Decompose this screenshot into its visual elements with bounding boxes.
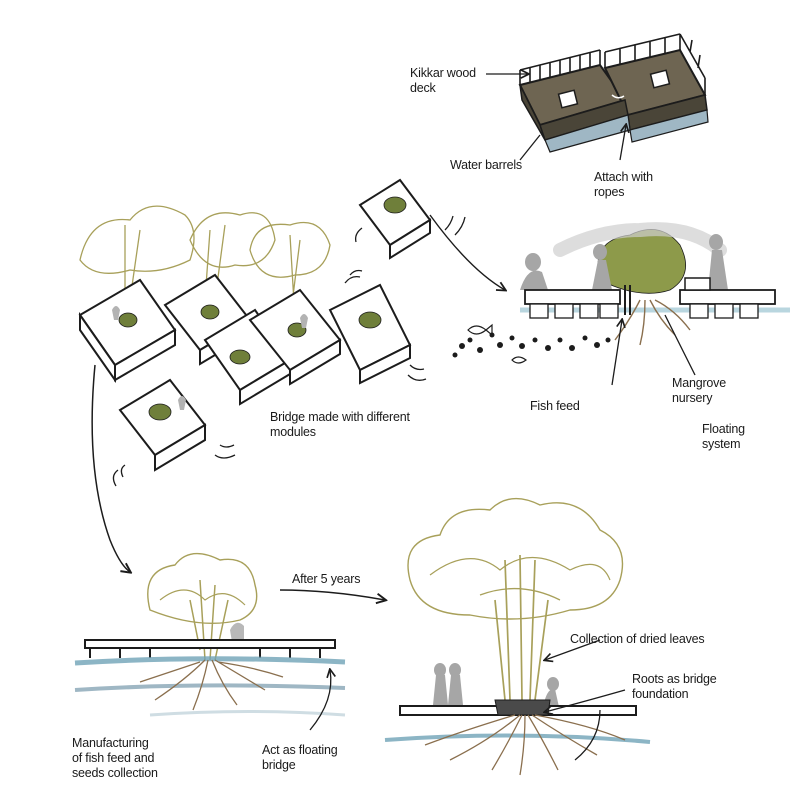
- label-line: Roots as bridge: [632, 672, 717, 686]
- label-act-as-floating-bridge: Act as floating bridge: [262, 743, 338, 773]
- label-kikkar-wood-deck: Kikkar wood deck: [410, 66, 476, 96]
- label-line: Mangrove: [672, 376, 726, 390]
- label-line: Manufacturing: [72, 736, 149, 750]
- floating-bridge-leader: [309, 670, 331, 731]
- module-grey-figures: [112, 306, 308, 410]
- barrels-leader: [519, 134, 541, 161]
- label-after-5-years: After 5 years: [292, 572, 360, 587]
- label-roots-bridge-foundation: Roots as bridge foundation: [632, 672, 717, 702]
- deck-modules-sketch: [518, 33, 709, 153]
- label-fish-feed: Fish feed: [530, 399, 580, 414]
- label-line: foundation: [632, 687, 689, 701]
- module-plants: [118, 196, 407, 421]
- bridge-modules-sketch: [79, 205, 331, 321]
- mangrove-leader: [664, 314, 696, 376]
- label-collection-dried-leaves: Collection of dried leaves: [570, 632, 705, 647]
- ropes-leader: [619, 125, 626, 161]
- dried-leaves-leader: [545, 639, 601, 660]
- label-line: of fish feed and: [72, 751, 155, 765]
- label-line: Kikkar wood: [410, 66, 476, 80]
- label-line: modules: [270, 425, 316, 439]
- label-line: After 5 years: [292, 572, 361, 586]
- label-line: Bridge made with different: [270, 410, 410, 424]
- label-attach-with-ropes: Attach with ropes: [594, 170, 653, 200]
- roots-leader-lower: [574, 709, 601, 761]
- label-line: deck: [410, 81, 436, 95]
- floating-system-sketch: [452, 222, 790, 364]
- label-manufacturing-fish-feed: Manufacturing of fish feed and seeds col…: [72, 736, 158, 781]
- label-line: Act as floating: [262, 743, 338, 757]
- young-mangrove-bridge-sketch: [74, 552, 346, 717]
- module-ripples: [112, 215, 466, 487]
- to-floating-system-arrow: [429, 214, 505, 290]
- label-floating-system: Floating system: [702, 422, 745, 452]
- after-5-years-arrow: [279, 589, 385, 600]
- label-line: Water barrels: [450, 158, 522, 172]
- fish-feed-leader: [611, 320, 622, 386]
- label-bridge-modules: Bridge made with different modules: [270, 410, 410, 440]
- label-line: seeds collection: [72, 766, 158, 780]
- label-line: bridge: [262, 758, 296, 772]
- roots-leader: [545, 689, 626, 712]
- label-line: Collection of dried leaves: [570, 632, 705, 646]
- label-line: system: [702, 437, 741, 451]
- label-line: ropes: [594, 185, 625, 199]
- label-line: nursery: [672, 391, 713, 405]
- label-line: Fish feed: [530, 399, 580, 413]
- label-line: Floating: [702, 422, 745, 436]
- mature-mangrove-sketch: [384, 497, 651, 776]
- label-water-barrels: Water barrels: [450, 158, 522, 173]
- to-young-bridge-arrow: [91, 364, 130, 572]
- label-line: Attach with: [594, 170, 653, 184]
- label-mangrove-nursery: Mangrove nursery: [672, 376, 726, 406]
